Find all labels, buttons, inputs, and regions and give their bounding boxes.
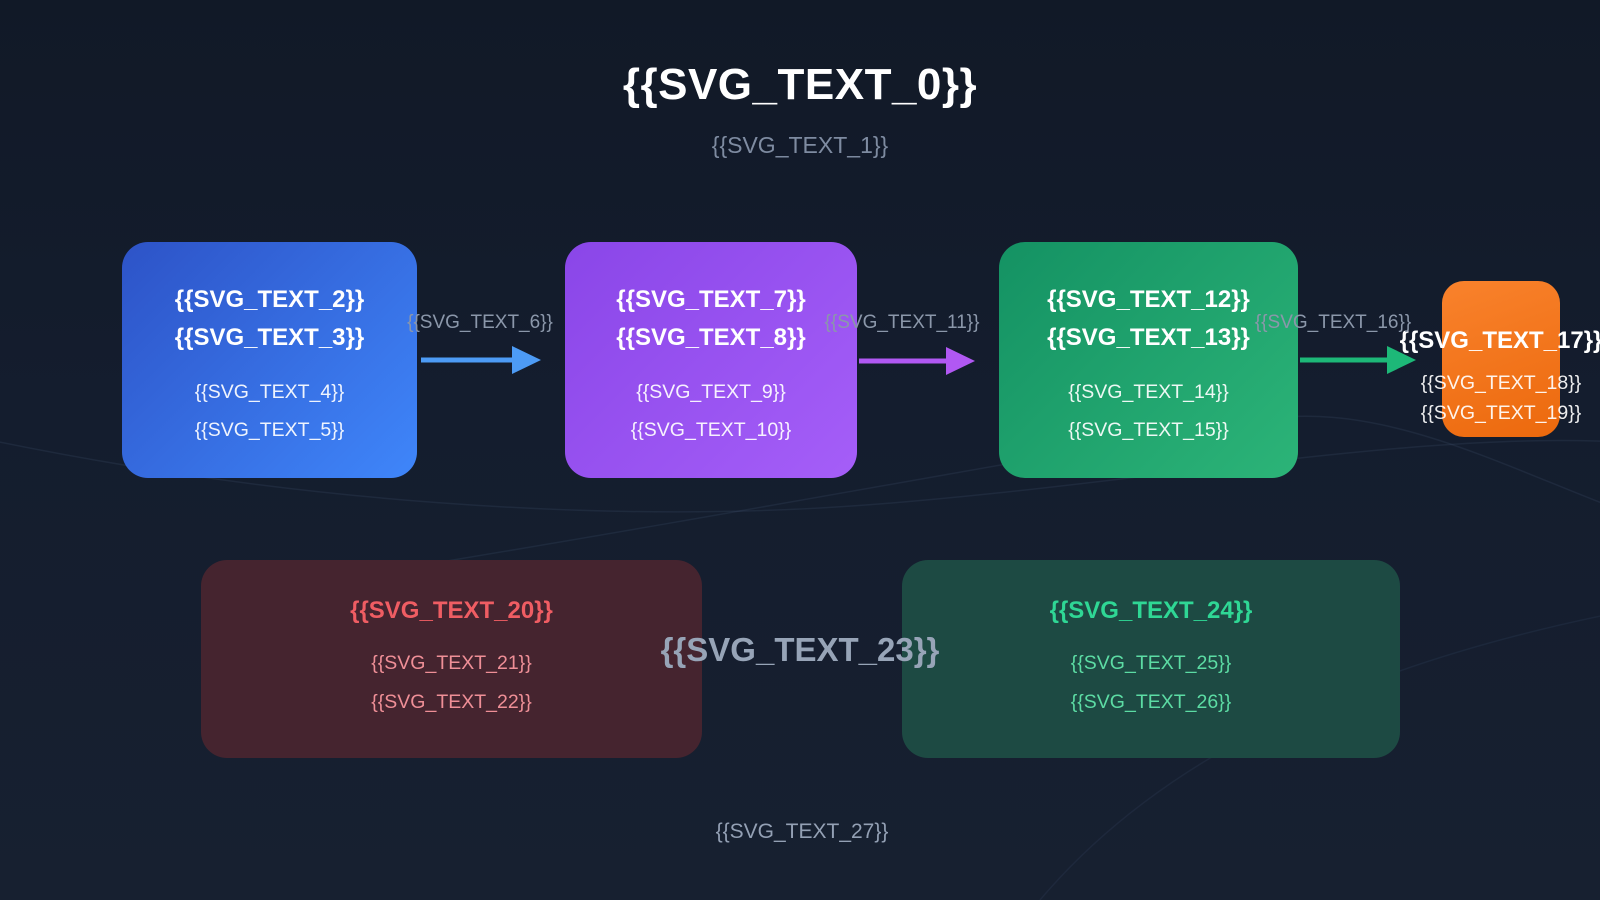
node-body-line: {{SVG_TEXT_9}} <box>636 381 786 403</box>
flow-node-stage-3: {{SVG_TEXT_12}} {{SVG_TEXT_13}} {{SVG_TE… <box>999 242 1298 478</box>
node-title-line: {{SVG_TEXT_17}} <box>1399 327 1600 354</box>
info-card-red: {{SVG_TEXT_20}} {{SVG_TEXT_21}} {{SVG_TE… <box>201 560 702 758</box>
card-body-group: {{SVG_TEXT_25}} {{SVG_TEXT_26}} <box>1071 644 1231 722</box>
footer-note: {{SVG_TEXT_27}} <box>715 820 889 843</box>
arrow-right-1 <box>421 346 541 374</box>
arrow-label: {{SVG_TEXT_11}} <box>824 312 980 333</box>
node-title-group: {{SVG_TEXT_7}} {{SVG_TEXT_8}} <box>616 281 805 357</box>
node-body-line: {{SVG_TEXT_19}} <box>1420 402 1582 424</box>
flow-node-stage-2: {{SVG_TEXT_7}} {{SVG_TEXT_8}} {{SVG_TEXT… <box>565 242 857 478</box>
node-body-group: {{SVG_TEXT_18}} {{SVG_TEXT_19}} <box>1421 368 1581 428</box>
node-title-group: {{SVG_TEXT_2}} {{SVG_TEXT_3}} <box>175 281 364 357</box>
node-title-line: {{SVG_TEXT_12}} <box>1047 286 1250 313</box>
node-body-line: {{SVG_TEXT_14}} <box>1068 381 1229 403</box>
node-title-line: {{SVG_TEXT_13}} <box>1047 324 1250 351</box>
node-title-group: {{SVG_TEXT_12}} {{SVG_TEXT_13}} <box>1047 281 1250 357</box>
node-body-group: {{SVG_TEXT_14}} {{SVG_TEXT_15}} <box>1068 373 1228 449</box>
node-title-line: {{SVG_TEXT_7}} <box>616 286 806 313</box>
arrow-right-3 <box>1300 346 1416 374</box>
node-body-line: {{SVG_TEXT_18}} <box>1420 372 1582 394</box>
arrow-right-2 <box>859 347 975 375</box>
arrow-label: {{SVG_TEXT_16}} <box>1254 312 1412 333</box>
card-title: {{SVG_TEXT_20}} <box>350 597 553 624</box>
diagram-title: {{SVG_TEXT_0}} <box>622 60 978 109</box>
node-body-line: {{SVG_TEXT_15}} <box>1068 419 1229 441</box>
node-body-line: {{SVG_TEXT_10}} <box>630 419 792 441</box>
flow-node-stage-1: {{SVG_TEXT_2}} {{SVG_TEXT_3}} {{SVG_TEXT… <box>122 242 417 478</box>
node-body-group: {{SVG_TEXT_4}} {{SVG_TEXT_5}} <box>195 373 345 449</box>
info-card-green: {{SVG_TEXT_24}} {{SVG_TEXT_25}} {{SVG_TE… <box>902 560 1400 758</box>
node-title-line: {{SVG_TEXT_2}} <box>174 286 365 313</box>
card-body-line: {{SVG_TEXT_25}} <box>1070 652 1232 674</box>
node-body-group: {{SVG_TEXT_9}} {{SVG_TEXT_10}} <box>631 373 791 449</box>
card-body-line: {{SVG_TEXT_21}} <box>371 652 532 674</box>
background-curve <box>0 439 1600 513</box>
card-body-group: {{SVG_TEXT_21}} {{SVG_TEXT_22}} <box>371 644 531 722</box>
node-title-line: {{SVG_TEXT_3}} <box>174 324 365 351</box>
card-body-line: {{SVG_TEXT_26}} <box>1070 691 1232 713</box>
node-title-group: {{SVG_TEXT_17}} <box>1400 322 1600 360</box>
card-title: {{SVG_TEXT_24}} <box>1049 597 1253 624</box>
diagram-subtitle: {{SVG_TEXT_1}} <box>711 132 889 158</box>
card-body-line: {{SVG_TEXT_22}} <box>371 691 532 713</box>
node-title-line: {{SVG_TEXT_8}} <box>616 324 806 351</box>
node-body-line: {{SVG_TEXT_5}} <box>194 419 345 441</box>
arrow-label: {{SVG_TEXT_6}} <box>407 312 553 333</box>
flow-node-stage-4: {{SVG_TEXT_17}} {{SVG_TEXT_18}} {{SVG_TE… <box>1400 281 1600 437</box>
node-body-line: {{SVG_TEXT_4}} <box>194 381 345 403</box>
center-note: {{SVG_TEXT_23}} <box>660 631 940 668</box>
